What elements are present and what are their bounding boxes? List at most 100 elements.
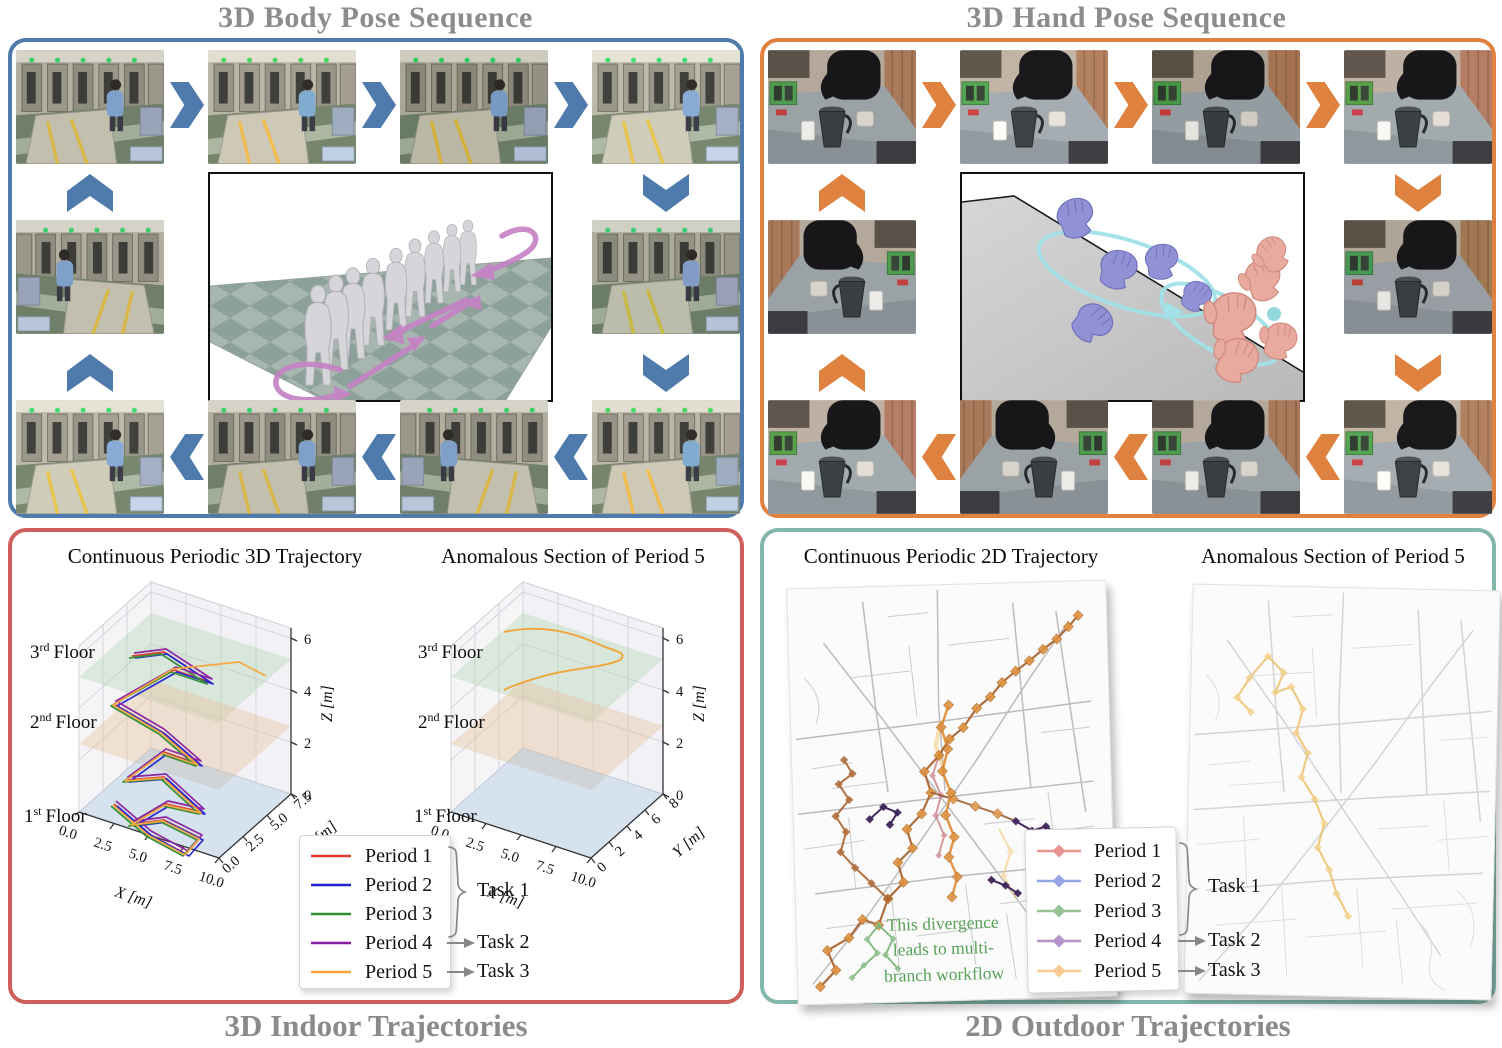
factory-photo — [592, 220, 740, 334]
factory-photo — [16, 220, 164, 334]
factory-photo — [592, 50, 740, 164]
task2-arrow-icon — [447, 938, 475, 948]
legend-period-1: Period 1 — [1094, 839, 1162, 862]
svg-text:6: 6 — [676, 632, 683, 648]
factory-photo — [16, 400, 164, 514]
svg-text:2.5: 2.5 — [92, 835, 114, 856]
indoor-trajectories-panel: Continuous Periodic 3D Trajectory Anomal… — [8, 528, 744, 1004]
periodic-trajectories — [110, 648, 267, 857]
svg-text:2.5: 2.5 — [243, 831, 267, 855]
kitchen-photo — [1344, 220, 1492, 334]
indoor-left-plot-title: Continuous Periodic 3D Trajectory — [67, 544, 363, 568]
sequence-arrow-down-icon — [1395, 174, 1441, 212]
factory-photo — [208, 400, 356, 514]
anomalous-period5-path — [503, 627, 624, 691]
factory-photo — [400, 400, 548, 514]
indoor-caption: 3D Indoor Trajectories — [224, 1008, 528, 1043]
svg-text:Z [m]: Z [m] — [691, 685, 708, 722]
kitchen-photo — [1152, 400, 1300, 514]
sequence-arrow-up-icon — [819, 174, 865, 212]
kitchen-photo — [960, 400, 1108, 514]
svg-text:2: 2 — [612, 843, 628, 860]
legend-task-1: Task 1 — [1208, 875, 1261, 897]
svg-text:0: 0 — [304, 788, 311, 804]
factory-photo — [592, 400, 740, 514]
svg-text:5.0: 5.0 — [267, 810, 291, 834]
walking-path-arrows — [273, 226, 539, 400]
svg-text:4: 4 — [676, 684, 684, 700]
outdoor-right-plot-title: Anomalous Section of Period 5 — [1201, 544, 1465, 568]
sequence-arrow-up-icon — [819, 354, 865, 392]
kitchen-photo — [768, 400, 916, 514]
task1-brace-icon — [448, 846, 468, 938]
svg-text:6: 6 — [648, 811, 664, 828]
continuous-2d-map: This divergence leads to multi- branch w… — [786, 579, 1118, 1006]
sequence-arrow-down-icon — [1395, 354, 1441, 392]
task1-brace-icon — [1179, 842, 1199, 936]
period3-line-icon — [311, 912, 351, 916]
svg-text:2: 2 — [304, 736, 311, 752]
legend-task-3: Task 3 — [1208, 959, 1261, 981]
kitchen-photo — [1344, 50, 1492, 164]
legend-task-2: Task 2 — [477, 931, 530, 953]
factory-photo — [16, 50, 164, 164]
sequence-arrow-right-icon — [554, 82, 588, 128]
outdoor-legend: Period 1 Period 2 Period 3 Period 4 Peri… — [1024, 826, 1291, 1006]
svg-text:Z [m]: Z [m] — [319, 685, 336, 722]
task3-arrow-icon — [1178, 966, 1206, 976]
hand-pose-3d-render — [960, 172, 1305, 402]
factory-photo — [208, 50, 356, 164]
period3-marker-icon — [1037, 904, 1081, 918]
task2-arrow-icon — [1178, 936, 1206, 946]
period1-line-icon — [311, 854, 351, 858]
svg-text:7.5: 7.5 — [162, 858, 184, 879]
indoor-right-plot-title: Anomalous Section of Period 5 — [441, 544, 705, 568]
legend-period-1: Period 1 — [365, 844, 433, 867]
sequence-arrow-down-icon — [643, 354, 689, 392]
hand-pose-panel — [760, 38, 1496, 518]
sequence-arrow-up-icon — [67, 354, 113, 392]
trajectory-endpoint-dot — [1267, 307, 1281, 321]
outdoor-left-plot-title: Continuous Periodic 2D Trajectory — [803, 544, 1099, 568]
kitchen-photo — [1344, 400, 1492, 514]
legend-task-1: Task 1 — [477, 879, 530, 901]
legend-period-4: Period 4 — [365, 931, 433, 954]
sequence-arrow-right-icon — [1306, 82, 1340, 128]
svg-text:4: 4 — [630, 827, 647, 844]
legend-period-5: Period 5 — [365, 960, 433, 983]
svg-text:0.0: 0.0 — [219, 853, 243, 877]
legend-task-3: Task 3 — [477, 960, 530, 982]
body-panel-title: 3D Body Pose Sequence — [218, 1, 533, 34]
sequence-arrow-right-icon — [922, 82, 956, 128]
sequence-arrow-left-icon — [1114, 434, 1148, 480]
kitchen-photo — [1152, 50, 1300, 164]
svg-text:10.0: 10.0 — [569, 869, 598, 892]
legend-box — [299, 835, 451, 989]
kitchen-photo — [960, 50, 1108, 164]
svg-text:7.5: 7.5 — [534, 858, 556, 879]
legend-period-5: Period 5 — [1094, 959, 1162, 982]
body-pose-3d-render — [208, 172, 553, 402]
trajectory-arrowhead — [1164, 302, 1184, 320]
legend-period-2: Period 2 — [1094, 869, 1162, 892]
sequence-arrow-right-icon — [1114, 82, 1148, 128]
svg-text:2: 2 — [676, 736, 683, 752]
sequence-arrow-left-icon — [922, 434, 956, 480]
sequence-arrow-up-icon — [67, 174, 113, 212]
svg-text:10.0: 10.0 — [197, 869, 226, 892]
kitchen-photo — [768, 50, 916, 164]
svg-text:Y [m]: Y [m] — [669, 824, 708, 861]
kitchen-photo — [768, 220, 916, 334]
sequence-arrow-left-icon — [362, 434, 396, 480]
body-pose-panel — [8, 38, 744, 518]
sequence-arrow-left-icon — [554, 434, 588, 480]
sequence-arrow-right-icon — [362, 82, 396, 128]
svg-text:5.0: 5.0 — [127, 846, 149, 867]
task3-arrow-icon — [447, 967, 475, 977]
